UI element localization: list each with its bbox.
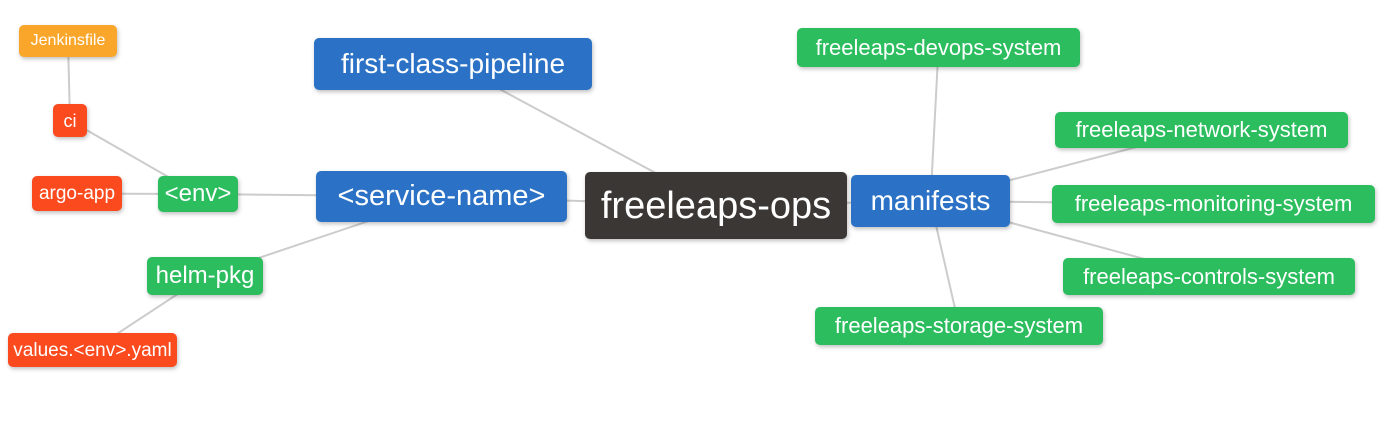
node-freeleaps-devops-system[interactable]: freeleaps-devops-system (797, 28, 1080, 67)
node-freeleaps-ops[interactable]: freeleaps-ops (585, 172, 847, 239)
node-jenkinsfile[interactable]: Jenkinsfile (19, 25, 117, 57)
node-values-env-yaml[interactable]: values.<env>.yaml (8, 333, 177, 367)
node-env[interactable]: <env> (158, 176, 238, 212)
node-helm-pkg[interactable]: helm-pkg (147, 257, 263, 295)
node-freeleaps-network-system[interactable]: freeleaps-network-system (1055, 112, 1348, 148)
node-freeleaps-storage-system[interactable]: freeleaps-storage-system (815, 307, 1103, 345)
node-freeleaps-monitoring-system[interactable]: freeleaps-monitoring-system (1052, 185, 1375, 223)
node-freeleaps-controls-system[interactable]: freeleaps-controls-system (1063, 258, 1355, 295)
node-ci[interactable]: ci (53, 104, 87, 137)
node-first-class-pipeline[interactable]: first-class-pipeline (314, 38, 592, 90)
node-argo-app[interactable]: argo-app (32, 176, 122, 211)
node-manifests[interactable]: manifests (851, 175, 1010, 227)
node-service-name[interactable]: <service-name> (316, 171, 567, 222)
